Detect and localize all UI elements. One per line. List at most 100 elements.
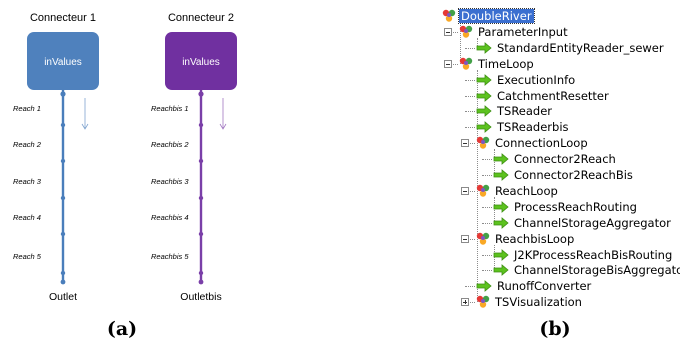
tree-node[interactable]: DoubleRiver [442,8,535,24]
reach-label: Reachbis 4 [151,213,189,222]
reach-label: Reachbis 3 [151,177,189,186]
panel-b-caption: (b) [539,318,571,340]
outlet-node [60,279,66,285]
tree-node-label: ReachbisLoop [495,231,575,246]
component-icon [493,264,509,277]
tree-node-label: ParameterInput [478,24,568,39]
collapse-toggle-icon[interactable] [461,139,469,148]
tree-node-label: ExecutionInfo [497,72,576,87]
tree-node[interactable]: TSReaderbis [476,119,571,135]
reach-label: Reach 1 [13,104,41,113]
tree-connector-line [482,206,492,208]
tree-node-label: StandardEntityReader_sewer [497,40,664,55]
connector-box [165,32,237,90]
tree-connector-line [482,222,492,224]
component-icon [493,248,509,261]
tree-node[interactable]: ReachLoop [476,183,560,199]
tree-node[interactable]: Connector2Reach [493,151,618,167]
reach-label: Reachbis 2 [151,140,189,149]
component-icon [493,153,509,165]
reach-node [60,158,66,164]
component-icon [476,121,492,134]
reach-node [198,270,204,276]
context-icon [459,57,473,71]
reach-node [60,231,66,237]
tree-node-label: RunoffConverter [497,279,592,294]
component-icon [476,41,492,54]
outlet-label: Outletbis [180,291,221,303]
tree-node[interactable]: ReachbisLoop [476,231,576,247]
tree-node[interactable]: TimeLoop [459,56,536,72]
tree-node[interactable]: ChannelStorageBisAggregator [493,262,680,278]
tree-node-label: TimeLoop [478,56,534,71]
reach-label: Reach 2 [13,140,42,149]
context-icon [476,295,490,309]
reach-label: Reach 4 [13,213,41,222]
tree-connector-line [494,244,495,271]
tree-connector-line [465,47,475,49]
reach-node [60,195,66,201]
component-icon [476,280,492,293]
outlet-label: Outlet [49,291,77,303]
component-icon [493,200,509,213]
collapse-toggle-icon[interactable] [461,186,469,195]
tree-node[interactable]: ExecutionInfo [476,72,577,88]
tree-connector-line [448,63,458,65]
component-icon [476,105,492,118]
tree-node-label: Connector2Reach [514,152,616,167]
context-icon [442,9,456,23]
reach-node [198,158,204,164]
connector-box [27,32,99,90]
tree-node-label: TSReaderbis [497,120,569,135]
tree-node[interactable]: ParameterInput [459,24,570,40]
collapse-toggle-icon[interactable] [444,27,452,36]
tree-node-label: Connector2ReachBis [514,168,633,182]
tree-node[interactable]: TSVisualization [476,294,584,310]
tree-node[interactable]: RunoffConverter [476,278,593,294]
expand-toggle-icon[interactable] [461,298,469,307]
tree-connector-line [477,37,478,48]
tree-connector-line [465,143,475,145]
tree-connector-line [465,286,475,288]
connector-title: Connecteur 2 [168,12,234,24]
context-icon [476,232,490,246]
tree-node[interactable]: TSReader [476,103,554,119]
reach-label: Reach 5 [13,252,42,261]
context-icon [459,25,473,39]
outlet-node [198,279,204,285]
tree-node[interactable]: ConnectionLoop [476,135,590,151]
tree-node-label: CatchmentResetter [497,88,609,103]
collapse-toggle-icon[interactable] [444,59,452,68]
reach-label: Reach 3 [13,177,42,186]
reach-label: Reachbis 1 [151,104,189,113]
connector-box-label: inValues [44,57,82,68]
tree-connector-line [482,254,492,256]
tree-node[interactable]: CatchmentResetter [476,88,611,104]
tree-node[interactable]: ChannelStorageAggregator [493,215,673,231]
reach-node [60,122,66,128]
tree-node[interactable]: Connector2ReachBis [493,167,635,183]
tree-connector-line [465,238,475,240]
tree-connector-line [448,31,458,33]
tree-connector-line [465,111,475,113]
flow-arrow-head [219,123,227,130]
inflow-node [60,91,66,97]
reach-node [60,270,66,276]
tree-node[interactable]: J2KProcessReachBisRouting [493,247,674,263]
tree-node-label: ProcessReachRouting [514,199,637,214]
tree-node-label: ReachLoop [495,183,558,198]
tree-connector-line [482,270,492,272]
tree-node[interactable]: ProcessReachRouting [493,199,639,215]
component-icon [493,216,509,229]
tree-connector-line [465,79,475,81]
component-icon [476,89,492,102]
collapse-toggle-icon[interactable] [461,234,469,243]
context-icon [476,136,490,150]
tree-node-label: TSReader [497,104,553,119]
flow-arrow-head [81,123,89,130]
tree-node[interactable]: StandardEntityReader_sewer [476,40,666,56]
tree-connector-line [465,302,475,304]
